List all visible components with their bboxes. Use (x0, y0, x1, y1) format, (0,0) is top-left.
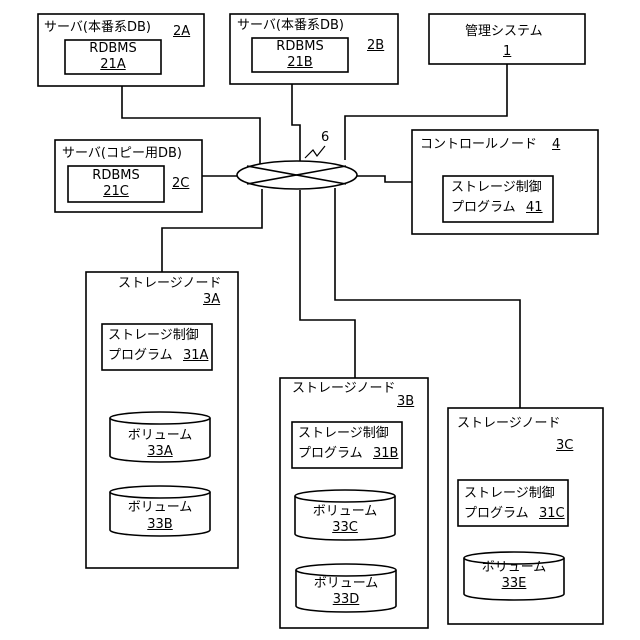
volume-33e-ref: 33E (464, 576, 564, 592)
rdbms-21a-ref: 21A (65, 57, 161, 73)
link-server-2b (292, 84, 300, 162)
volume-33c-label: ボリューム (295, 504, 395, 520)
controller-program-line1: ストレージ制御 (451, 180, 542, 196)
network-ref-leader (305, 146, 325, 158)
node-3c-ref: 3C (556, 438, 573, 454)
program-31a-line1: ストレージ制御 (108, 328, 199, 344)
rdbms-21c-ref: 21C (68, 184, 164, 200)
controller-title: コントロールノード (420, 137, 537, 153)
controller-ref: 4 (552, 137, 560, 153)
volume-33a-label: ボリューム (110, 428, 210, 444)
node-3a-ref: 3A (203, 292, 220, 308)
server-2c-ref: 2C (172, 176, 189, 192)
program-31b-line2: プログラム (298, 446, 363, 462)
program-31b-ref: 31B (373, 446, 398, 462)
link-controller (355, 176, 412, 182)
controller-program-line2: プログラム (451, 200, 516, 216)
server-2a-ref: 2A (173, 24, 190, 40)
rdbms-21b-ref: 21B (252, 55, 348, 71)
volume-33b-label: ボリューム (110, 500, 210, 516)
network-hub (237, 161, 357, 189)
volume-33a-ref: 33A (110, 444, 210, 460)
node-3b-title: ストレージノード (292, 381, 395, 397)
rdbms-21c-label: RDBMS (68, 168, 164, 184)
volume-33d-ref: 33D (296, 592, 396, 608)
volume-33b-ref: 33B (110, 517, 210, 533)
management-title: 管理システム (465, 24, 543, 40)
link-node-3b (300, 190, 355, 378)
program-31c-line1: ストレージ制御 (464, 486, 555, 502)
volume-33e-label: ボリューム (464, 560, 564, 576)
node-3a-title: ストレージノード (118, 276, 221, 292)
rdbms-21a-label: RDBMS (65, 41, 161, 57)
volume-33d-label: ボリューム (296, 576, 396, 592)
program-31b-line1: ストレージ制御 (298, 426, 389, 442)
server-2b-title: サーバ(本番系DB) (237, 18, 344, 34)
link-node-3c (335, 188, 520, 408)
program-31a-line2: プログラム (108, 348, 173, 364)
server-2c-title: サーバ(コピー用DB) (62, 146, 182, 162)
program-31a-ref: 31A (183, 348, 208, 364)
node-3c-title: ストレージノード (457, 416, 560, 432)
server-2b-ref: 2B (367, 38, 384, 54)
controller-program-ref: 41 (526, 200, 543, 216)
rdbms-21b-label: RDBMS (252, 39, 348, 55)
node-3b-ref: 3B (397, 394, 414, 410)
program-31c-line2: プログラム (464, 506, 529, 522)
server-2a-title: サーバ(本番系DB) (44, 20, 151, 36)
program-31c-ref: 31C (539, 506, 565, 522)
link-node-3a (162, 189, 262, 272)
volume-33c-ref: 33C (295, 520, 395, 536)
management-ref: 1 (503, 44, 511, 60)
network-ref: 6 (321, 130, 329, 146)
